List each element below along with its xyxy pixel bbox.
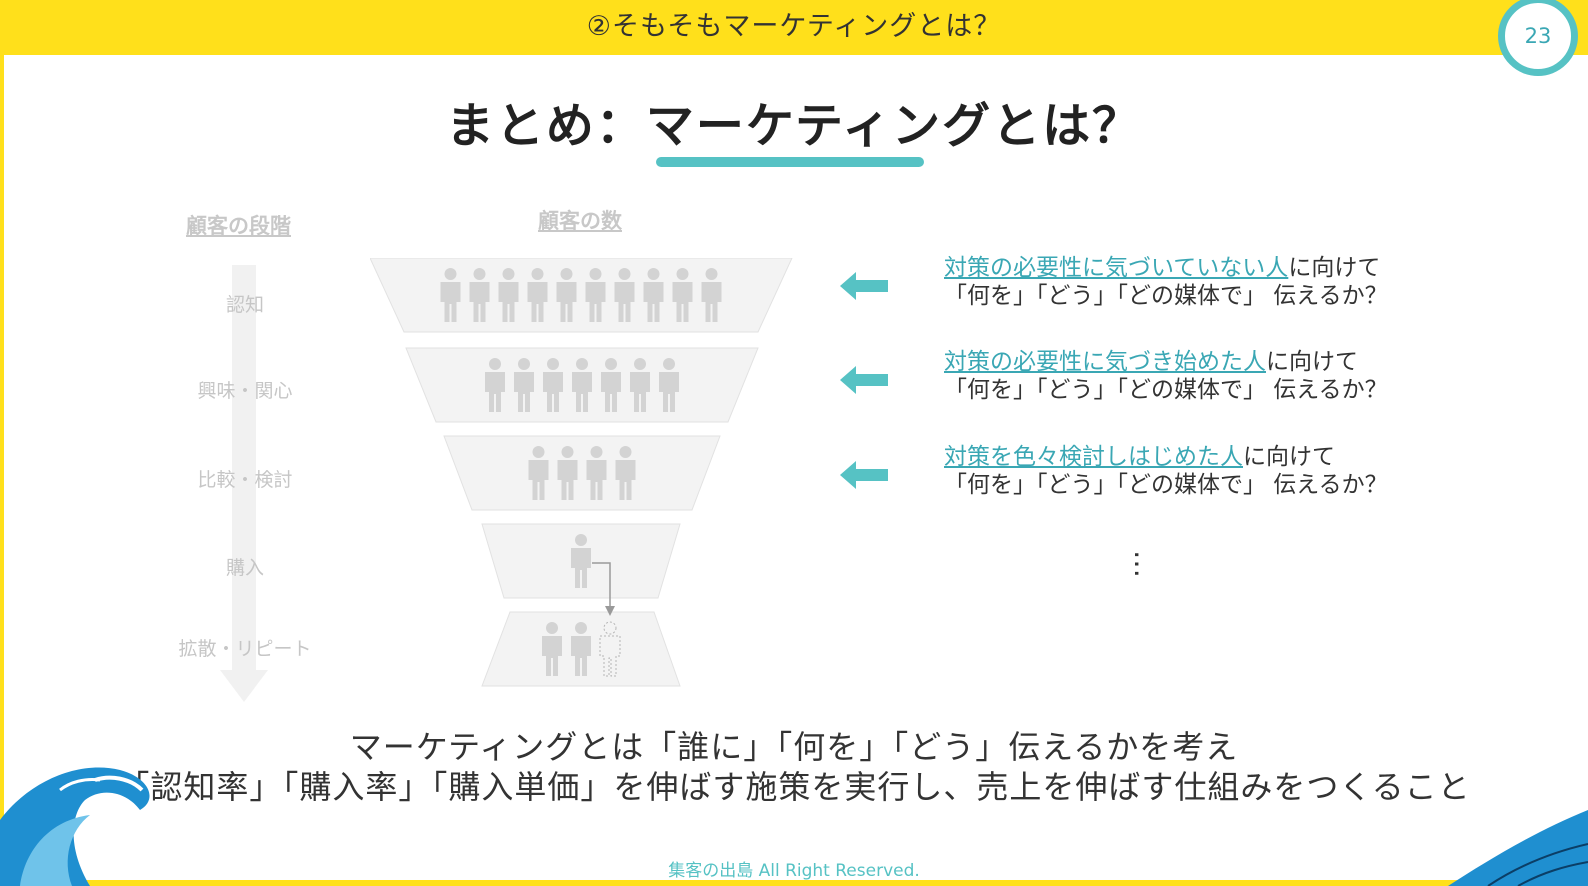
customer-funnel <box>370 258 793 687</box>
person-icon <box>528 446 549 500</box>
message-question: 「何を」「どう」「どの媒体で」 伝えるか？ <box>944 377 1388 403</box>
title-underline <box>656 157 924 167</box>
summary-line-1: マーケティングとは「誰に」「何を」「どう」伝えるかを考え <box>349 728 1239 766</box>
page-number-badge: 23 <box>1498 0 1578 76</box>
stage-progress-arrow <box>220 265 268 702</box>
person-icon <box>557 446 578 500</box>
left-arrow-icon <box>840 461 888 489</box>
left-arrow-icon <box>840 366 888 394</box>
stage-column-heading: 顧客の段階 <box>186 214 291 238</box>
stage-label-interest: 興味・関心 <box>197 380 293 402</box>
count-column-heading: 顧客の数 <box>538 209 622 233</box>
person-icon <box>672 268 693 322</box>
person-icon <box>571 622 591 676</box>
person-icon <box>440 268 461 322</box>
person-icon <box>615 446 636 500</box>
funnel-tier-comparison <box>443 435 721 511</box>
person-icon <box>586 446 607 500</box>
potential-customer-icon <box>599 621 621 677</box>
person-icon <box>572 358 592 412</box>
person-icon <box>643 268 664 322</box>
target-highlight: 対策の必要性に気づき始めた人 <box>944 349 1266 375</box>
person-icon <box>601 358 621 412</box>
target-highlight: 対策を色々検討しはじめた人 <box>944 444 1243 470</box>
repeat-connector-arrow <box>592 562 611 610</box>
person-icon <box>498 268 519 322</box>
person-icon <box>485 358 505 412</box>
person-icon <box>630 358 650 412</box>
person-icon <box>701 268 722 322</box>
person-icon <box>556 268 577 322</box>
person-icon <box>659 358 679 412</box>
funnel-tier-awareness <box>370 258 793 333</box>
target-message-considering: 対策を色々検討しはじめた人に向けて 「何を」「どう」「どの媒体で」 伝えるか？ <box>944 444 1388 498</box>
stage-label-awareness: 認知 <box>225 294 264 316</box>
slide-canvas <box>4 55 1588 880</box>
person-icon <box>469 268 490 322</box>
person-icon <box>527 268 548 322</box>
person-icon <box>614 268 635 322</box>
person-icon <box>571 534 591 588</box>
vertical-ellipsis: … <box>1128 550 1161 578</box>
person-icon <box>585 268 606 322</box>
left-arrow-icon <box>840 272 888 300</box>
wave-illustration <box>1448 810 1588 886</box>
person-icon <box>514 358 534 412</box>
target-highlight: 対策の必要性に気づいていない人 <box>944 255 1289 281</box>
stage-label-purchase: 購入 <box>225 557 264 579</box>
copyright-footer: 集客の出島 All Right Reserved. <box>668 861 920 881</box>
person-icon <box>543 358 563 412</box>
message-question: 「何を」「どう」「どの媒体で」 伝えるか？ <box>944 472 1388 498</box>
target-message-unaware: 対策の必要性に気づいていない人に向けて 「何を」「どう」「どの媒体で」 伝えるか… <box>944 255 1388 309</box>
stage-label-spread: 拡散・リピート <box>178 638 312 660</box>
summary-line-2: 「認知率」「購入率」「購入単価」を伸ばす施策を実行し、売上を伸ばす仕組みをつくる… <box>117 768 1471 806</box>
person-icon <box>542 622 562 676</box>
message-question: 「何を」「どう」「どの媒体で」 伝えるか？ <box>944 283 1388 309</box>
target-message-aware: 対策の必要性に気づき始めた人に向けて 「何を」「どう」「どの媒体で」 伝えるか？ <box>944 349 1388 403</box>
section-title: ②そもそもマーケティングとは？ <box>586 11 1002 42</box>
page-title: まとめ：マーケティングとは？ <box>445 98 1143 154</box>
stage-label-comparison: 比較・検討 <box>197 469 293 491</box>
wave-illustration <box>0 767 150 886</box>
